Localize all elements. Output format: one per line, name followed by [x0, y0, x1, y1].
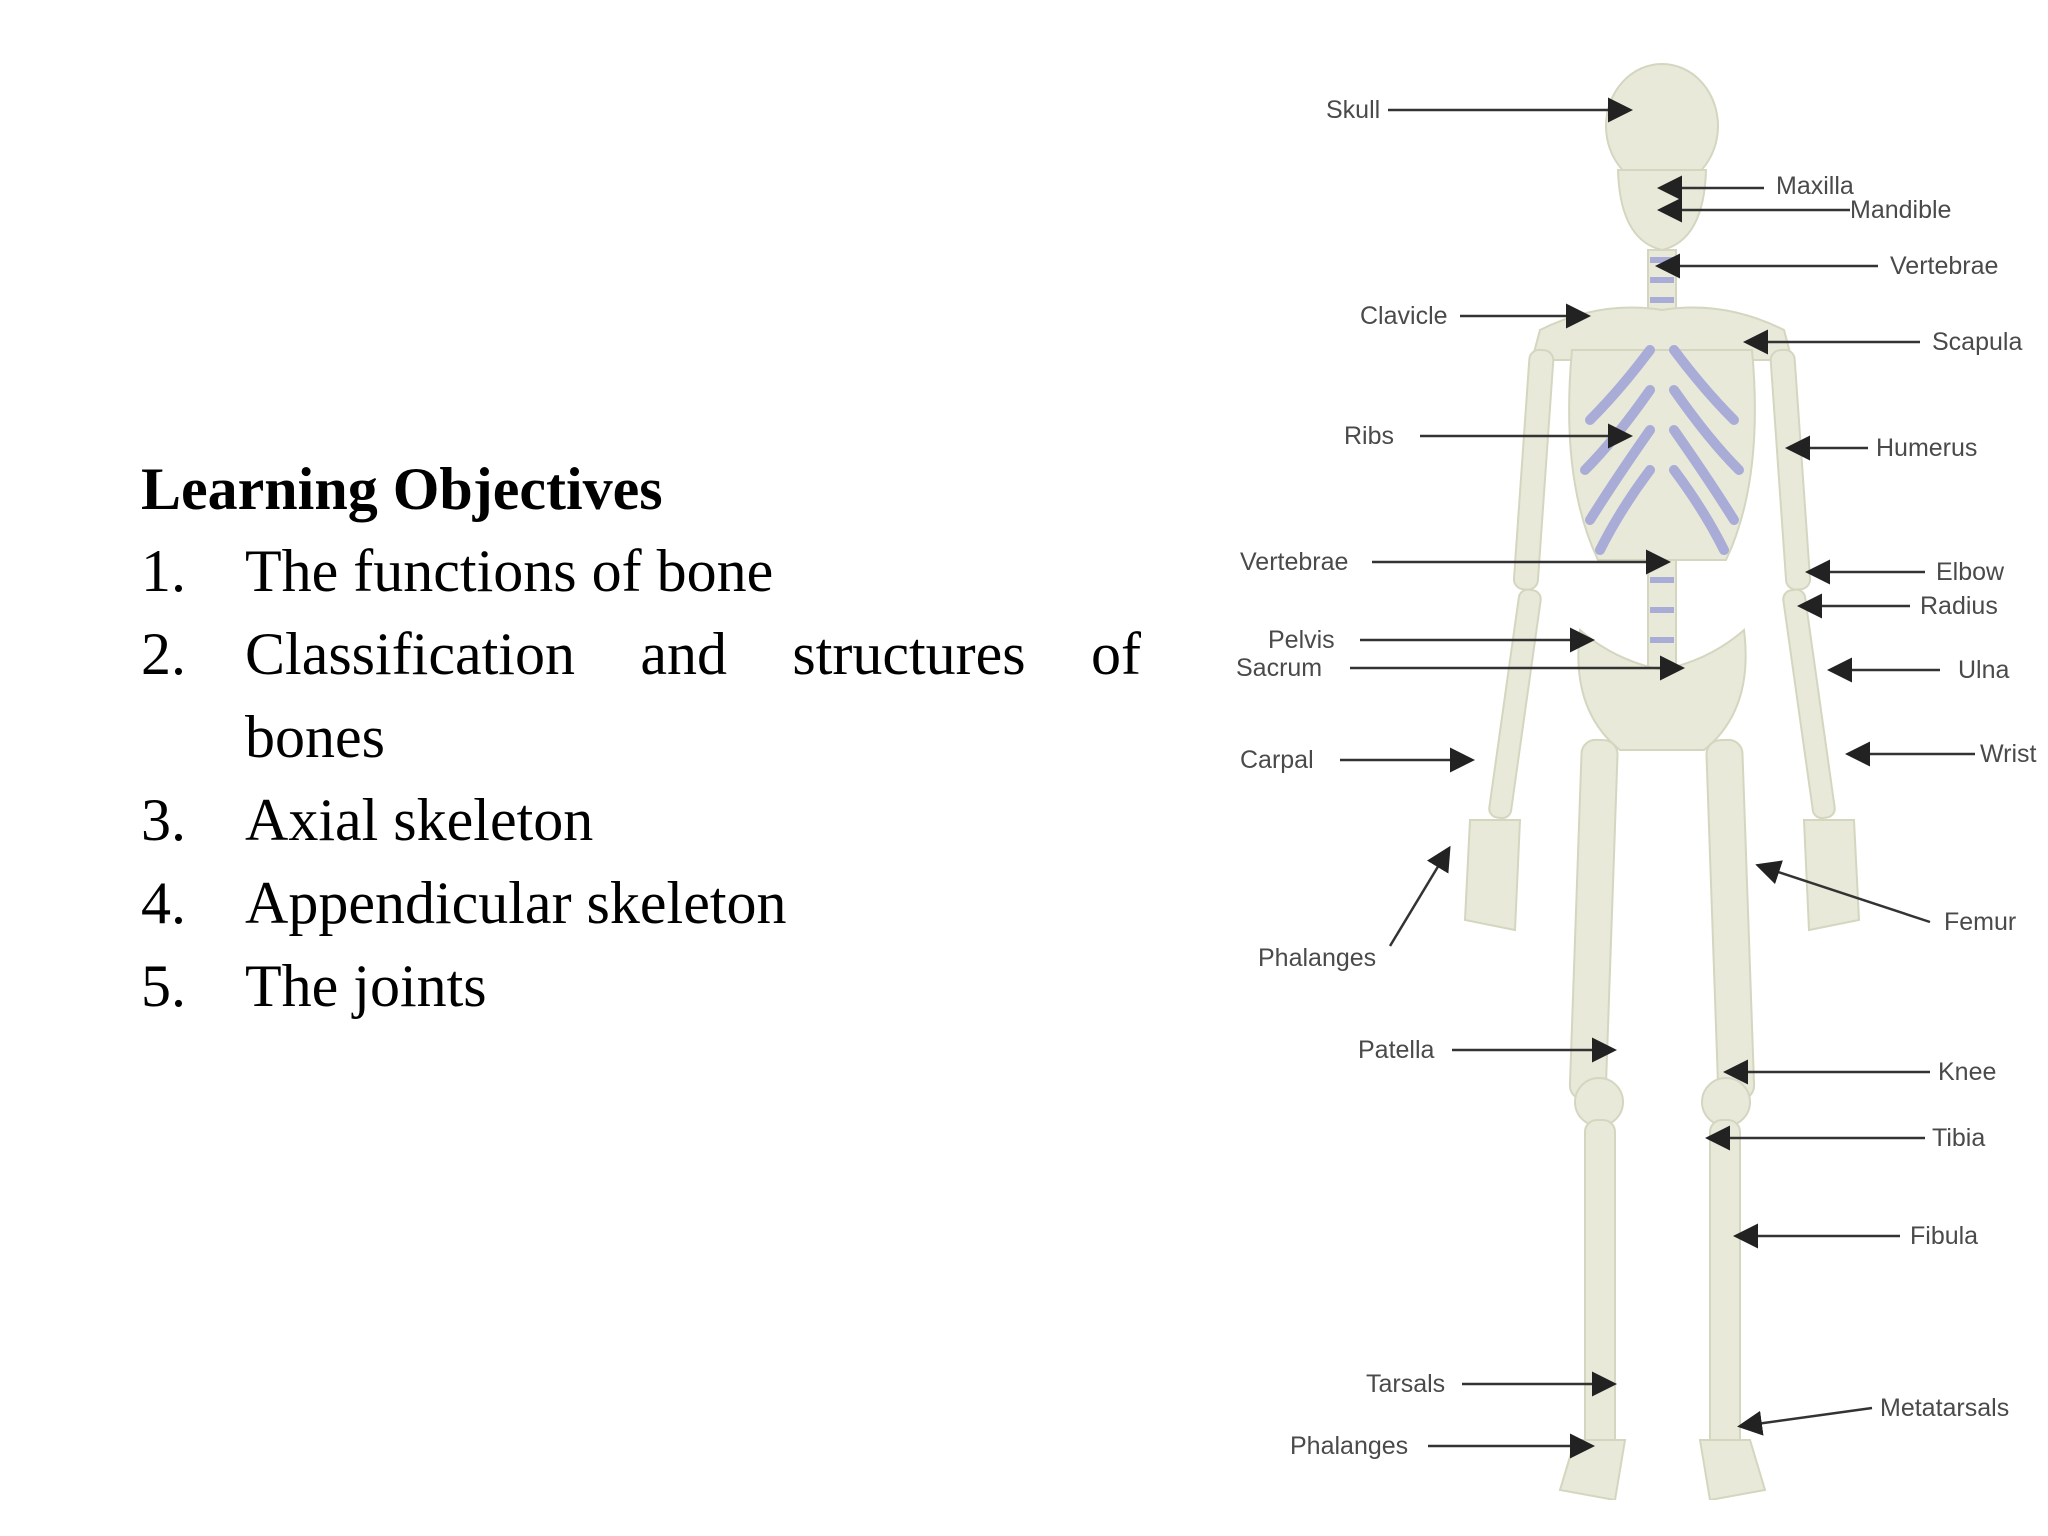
- label-radius: Radius: [1920, 592, 1998, 620]
- item-text: The joints: [245, 953, 487, 1019]
- skeleton-illustration: [1340, 63, 1975, 1500]
- label-sacrum: Sacrum: [1236, 654, 1323, 682]
- label-ribs: Ribs: [1344, 422, 1395, 450]
- label-femur: Femur: [1944, 908, 2017, 936]
- item-number: 5.: [141, 953, 186, 1019]
- label-mandible: Mandible: [1850, 196, 1952, 224]
- objective-item: 3. Axial skeleton: [141, 779, 1141, 862]
- skeleton-diagram: Skull Clavicle Ribs Vertebrae Pelvis Sac…: [1220, 60, 2048, 1500]
- label-phalanges-foot: Phalanges: [1290, 1432, 1409, 1460]
- label-metatarsals: Metatarsals: [1880, 1394, 2010, 1422]
- label-humerus: Humerus: [1876, 434, 1978, 462]
- label-carpal: Carpal: [1240, 746, 1314, 774]
- item-number: 1.: [141, 538, 186, 604]
- objective-item: 2. Classification and structures of bones: [141, 613, 1141, 779]
- item-text: Axial skeleton: [245, 787, 594, 853]
- label-clavicle: Clavicle: [1360, 302, 1448, 330]
- item-number: 2.: [141, 621, 186, 687]
- objective-item: 4. Appendicular skeleton: [141, 862, 1141, 945]
- label-maxilla: Maxilla: [1776, 172, 1854, 200]
- label-knee: Knee: [1938, 1058, 1997, 1086]
- label-vertebrae-right: Vertebrae: [1890, 252, 1999, 280]
- label-scapula: Scapula: [1932, 328, 2023, 356]
- label-elbow: Elbow: [1936, 558, 2005, 586]
- label-pelvis: Pelvis: [1268, 626, 1335, 654]
- label-tarsals: Tarsals: [1366, 1370, 1446, 1398]
- objectives-list: 1. The functions of bone 2. Classification…: [141, 530, 1141, 1028]
- label-wrist: Wrist: [1980, 740, 2037, 768]
- item-number: 3.: [141, 787, 186, 853]
- label-fibula: Fibula: [1910, 1222, 1979, 1250]
- label-tibia: Tibia: [1932, 1124, 1986, 1152]
- item-text: Appendicular skeleton: [245, 870, 787, 936]
- item-text: The functions of bone: [245, 538, 774, 604]
- label-skull: Skull: [1326, 96, 1381, 124]
- label-phalanges-hand: Phalanges: [1258, 944, 1377, 972]
- label-patella: Patella: [1358, 1036, 1435, 1064]
- learning-objectives: Learning Objectives 1. The functions of b…: [141, 448, 1141, 1028]
- item-number: 4.: [141, 870, 186, 936]
- objective-item: 5. The joints: [141, 945, 1141, 1028]
- objectives-title: Learning Objectives: [141, 456, 663, 522]
- label-vertebrae-left: Vertebrae: [1240, 548, 1349, 576]
- objective-item: 1. The functions of bone: [141, 530, 1141, 613]
- label-ulna: Ulna: [1958, 656, 2010, 684]
- item-text: Classification and structures of bones: [245, 621, 1141, 770]
